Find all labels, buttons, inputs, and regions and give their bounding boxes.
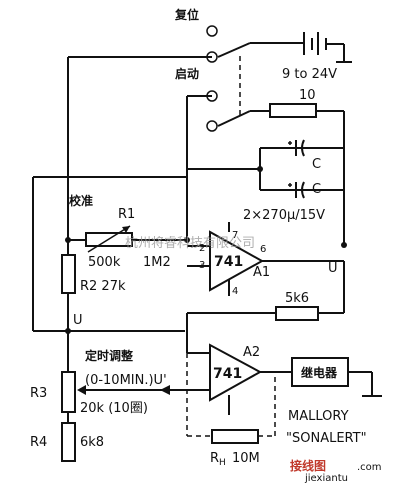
pin4-label: 4 [232, 286, 238, 297]
r1-pot [65, 225, 190, 253]
cap-bottom-label: C [312, 182, 321, 197]
r4-value-label: 6k8 [80, 435, 104, 450]
opamp-a1 [187, 222, 347, 296]
opamp-a2 [160, 343, 292, 444]
r2-label: R2 27k [80, 279, 126, 294]
r3-pot [61, 328, 160, 413]
center-watermark: 杭州将睿科技有限公司 [125, 236, 255, 251]
relay-label: 继电器 [301, 365, 338, 380]
reset-switch [68, 25, 251, 63]
a1-label: A1 [253, 265, 270, 280]
time-adjust-label: 定时调整 [85, 348, 133, 363]
pin7-label: 7 [232, 230, 238, 241]
r5k6-label: 5k6 [285, 291, 309, 306]
start-label: 启动 [175, 66, 199, 81]
node-u-right: U [328, 261, 338, 276]
calibrate-label: 校准 [69, 193, 93, 208]
r1-value-label: 500k [88, 255, 121, 270]
resistor-5k6 [186, 261, 345, 353]
a2-label: A2 [243, 345, 260, 360]
supply-voltage-label: 9 to 24V [282, 67, 337, 82]
r1m2-label: 1M2 [143, 255, 171, 270]
resistor-10 [250, 103, 345, 245]
start-switch [187, 56, 251, 132]
pin3-label: 3 [199, 260, 205, 271]
r4 [61, 422, 76, 462]
r3-value-label: 20k (10圈) [80, 401, 148, 416]
reset-label: 复位 [174, 7, 199, 22]
logo-suffix: .com [357, 462, 382, 473]
opamp-a2-label: 741 [213, 366, 242, 382]
sonalert-label: "SONALERT" [286, 431, 367, 446]
logo-watermark: 接线图 [290, 458, 326, 473]
rh-label: RH [210, 451, 226, 468]
cap-spec-label: 2×270μ/15V [243, 208, 325, 223]
pin6-label: 6 [260, 244, 266, 255]
mallory-label: MALLORY [288, 409, 349, 424]
r10-label: 10 [299, 88, 316, 103]
opamp-a1-label: 741 [214, 254, 243, 270]
range-label: (0-10MIN.)U' [85, 373, 167, 388]
r3-label: R3 [30, 386, 47, 401]
rh-value-label: 10M [232, 451, 260, 466]
pin2-label: 2 [199, 243, 205, 254]
capacitors [187, 139, 344, 199]
relay [291, 357, 382, 397]
cap-top-label: C [312, 157, 321, 172]
r4-label: R4 [30, 435, 47, 450]
battery [250, 32, 352, 63]
logo-domain: jiexiantu [304, 473, 348, 483]
node-u-left: U [73, 313, 83, 328]
r1-label: R1 [118, 207, 135, 222]
